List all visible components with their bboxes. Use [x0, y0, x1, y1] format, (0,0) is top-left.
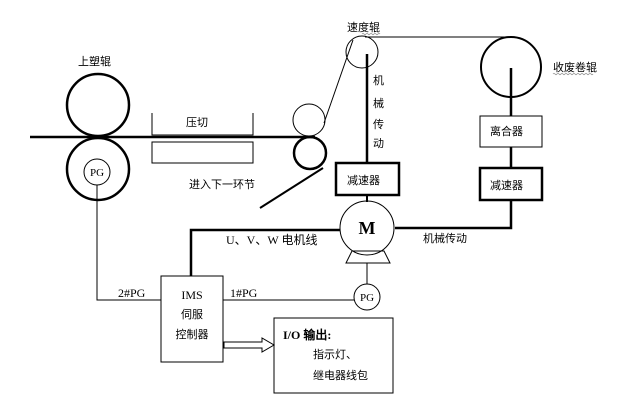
- io-output-title: I/O 输出:: [283, 327, 331, 342]
- motor-pg-encoder: [353, 283, 381, 311]
- pg2-line-label: 2#PG: [118, 286, 146, 300]
- roller-pg-label: PG: [90, 167, 104, 179]
- mech-drive-vertical-label: 机 械 传 动: [373, 73, 384, 150]
- svg-text:械: 械: [373, 96, 384, 110]
- motor-base: [345, 250, 391, 264]
- motor-pg-label: PG: [360, 292, 374, 304]
- io-output-line2: 继电器线包: [313, 368, 368, 382]
- press-cut-label: 压切: [186, 116, 208, 129]
- exit-line: [259, 167, 324, 209]
- take-up-roller-label: 收废卷辊: [553, 60, 597, 74]
- waste-film-line: [323, 39, 354, 124]
- speed-roller: [345, 35, 379, 69]
- mech-drive-line-right: [395, 200, 513, 230]
- controller-label-line3: 控制器: [176, 327, 209, 341]
- next-stage-label: 进入下一环节: [189, 178, 255, 191]
- upper-roller-label: 上塑辊: [78, 54, 111, 68]
- mech-drive-horizontal-label: 机械传动: [423, 231, 467, 245]
- svg-text:传: 传: [373, 118, 384, 131]
- upper-roller: [65, 72, 131, 138]
- uvw-line-label: U、V、W 电机线: [226, 233, 317, 247]
- press-cut-upper: [151, 113, 254, 136]
- svg-text:机: 机: [373, 73, 384, 87]
- controller-label-line1: IMS: [181, 288, 202, 302]
- guide-roller-top: [292, 103, 326, 137]
- motor: [339, 200, 395, 256]
- speed-roller-underline: [361, 32, 381, 36]
- take-up-roller-underline: [552, 72, 594, 76]
- guide-roller-bottom: [292, 135, 328, 171]
- motor-label: M: [359, 218, 376, 238]
- io-output-line1: 指示灯、: [313, 347, 357, 361]
- ims-servo-controller: [160, 275, 224, 363]
- io-output-box: [273, 317, 394, 394]
- press-cut-lower: [151, 141, 254, 164]
- speed-roller-label: 速度辊: [347, 20, 380, 34]
- output-arrow: [223, 337, 275, 353]
- lower-roller: [65, 136, 131, 202]
- reducer-right-label: 减速器: [490, 179, 523, 192]
- pg1-line-label: 1#PG: [230, 286, 258, 300]
- svg-text:动: 动: [373, 137, 384, 150]
- reducer-left-label: 减速器: [347, 174, 380, 187]
- clutch-label: 离合器: [490, 124, 523, 138]
- uvw-motor-line: [189, 228, 340, 276]
- controller-label-line2: 伺服: [181, 308, 203, 321]
- pg2-signal-line: [96, 185, 161, 301]
